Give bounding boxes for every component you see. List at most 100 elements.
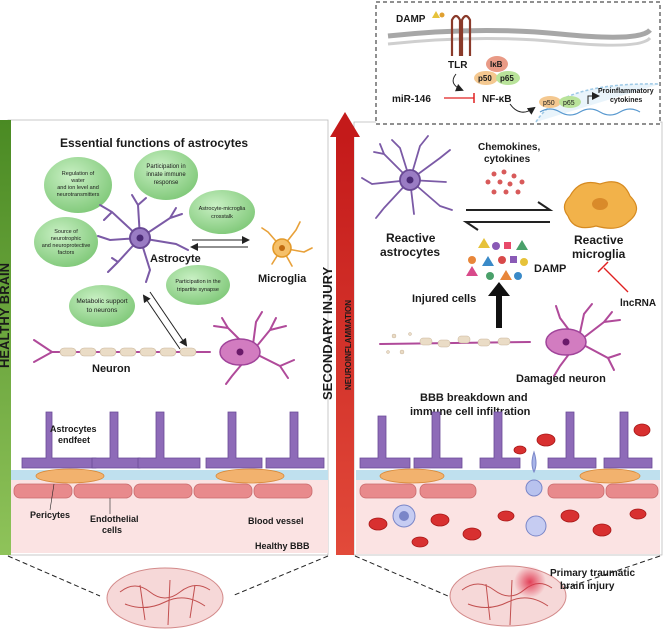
nfkb-to-nucleus-arrow: [509, 103, 536, 115]
bubble-text: and neuroprotective: [42, 243, 91, 249]
p50-label: p50: [478, 74, 492, 83]
secondary-injury-label: SECONDARY INJURY: [320, 267, 335, 400]
basement-membrane: [11, 470, 328, 480]
pericyte-leader: [49, 483, 55, 511]
endothelial-label-2: cells: [102, 525, 122, 535]
reactive-astrocyte-cell: [361, 135, 453, 219]
left-panel: HEALTHY BRAIN Essential functions of ast…: [0, 119, 329, 629]
red-blood-cells: [368, 423, 651, 548]
function-bubble-ion: Regulation of water and ion level and ne…: [44, 157, 112, 213]
endfeet-label-1: Astrocytes: [50, 424, 97, 434]
bubble-text: to neurons: [87, 307, 118, 314]
p65-label: p65: [500, 74, 514, 83]
astrocyte-label: Astrocyte: [150, 253, 201, 265]
bubble-text: innate immune: [146, 172, 186, 178]
injured-brain-image: [449, 565, 567, 627]
leaking-immune-cells: [392, 450, 547, 537]
ikb-label: IκB: [490, 60, 503, 69]
nfkb-inset-box: [375, 1, 661, 125]
proinflammatory-label-1: Proinflammatory: [598, 88, 654, 95]
function-bubble-immune: Participation in innate immune response: [134, 150, 198, 200]
chemokines-label-1: Chemokines,: [478, 142, 540, 153]
neuron-label: Neuron: [92, 363, 131, 375]
neuron-soma: [219, 338, 261, 366]
tlr-label: TLR: [448, 60, 468, 71]
chemokines-label-2: cytokines: [484, 154, 531, 165]
bubble-text: crosstalk: [211, 214, 233, 220]
p50-protein: [474, 71, 498, 85]
arrow-astro-to-microglia-reactive: [466, 201, 554, 211]
transcription-arrow: [587, 92, 600, 104]
reactive-astrocytes-label-1: Reactive: [386, 231, 436, 245]
reactive-astrocytes-label-2: astrocytes: [380, 245, 440, 259]
reactive-microglia-label-2: microglia: [572, 247, 626, 261]
p50-nuclear: [539, 96, 561, 108]
microglia-label: Microglia: [258, 273, 307, 285]
p65-protein: [496, 71, 520, 85]
function-bubble-metabolic: Metabolic support to neurons: [69, 285, 135, 327]
bubble-text: Participation in: [146, 164, 185, 170]
bbb-breakdown-label-2: immune cell infiltration: [410, 406, 531, 418]
pericytes: [35, 468, 285, 484]
endothelial-cells: [13, 483, 313, 499]
damaged-astrocyte-endfeet: [359, 411, 653, 469]
damaged-basement-membrane: [356, 470, 660, 480]
endothelial-label-1: Endothelial: [90, 514, 139, 524]
damp-molecules: [466, 238, 528, 280]
function-bubble-neurotrophic: Source of neurotrophic and neuroprotecti…: [34, 217, 98, 267]
cell-membrane-inner: [387, 36, 652, 47]
bubble-text: and ion level and: [57, 185, 99, 191]
p65-nuclear: [559, 96, 581, 108]
dna-strand: [539, 108, 641, 116]
zoom-line-right-injury: [559, 555, 661, 591]
injured-up-arrow: [488, 282, 510, 328]
reactive-microglia-nucleus: [592, 198, 608, 210]
arrow-astro-to-neuron: [149, 291, 188, 347]
bubble-text: water: [70, 178, 85, 184]
bubble-text: Source of: [54, 229, 78, 235]
neuroinflammation-label: NEUROINFLAMMATION: [344, 300, 353, 390]
secondary-injury-arrowhead: [330, 112, 360, 137]
p50-nuclear-label: p50: [543, 100, 555, 107]
lncrna-label: lncRNA: [620, 298, 656, 309]
secondary-injury-arrow: [336, 135, 354, 555]
healthy-bbb-label: Healthy BBB: [255, 541, 310, 551]
damaged-neuron-nucleus: [562, 338, 570, 346]
bbb-breakdown-label-1: BBB breakdown and: [420, 392, 528, 404]
healthy-brain-label: HEALTHY BRAIN: [0, 263, 12, 368]
lncrna-inhibition-bar: [597, 261, 609, 273]
nfkb-label: NF-κB: [482, 94, 511, 105]
astro-functions-heading: Essential functions of astrocytes: [60, 136, 248, 150]
inset-damp-label: DAMP: [396, 14, 426, 25]
bubble-text: Regulation of: [62, 171, 95, 177]
astrocyte-cell: [97, 194, 189, 283]
p65-nuclear-label: p65: [563, 100, 575, 107]
primary-injury-label-2: brain injury: [560, 581, 615, 592]
arrow-neuron-to-astro: [142, 294, 181, 350]
zoom-line-left-injury: [354, 555, 449, 597]
zoom-line-left: [7, 555, 101, 597]
endfeet-label-2: endfeet: [58, 435, 90, 445]
bubble-text: tripartite synapse: [177, 287, 219, 293]
reactive-microglia-label-1: Reactive: [574, 233, 624, 247]
zoom-line-right: [231, 555, 329, 597]
pericytes-label: Pericytes: [30, 510, 70, 520]
healthy-brain-image: [106, 567, 224, 629]
ikb-protein: [486, 56, 508, 72]
bubble-text: Astrocyte-microglia: [199, 206, 247, 212]
microglia-cell: [261, 221, 313, 267]
damaged-myelin-fragments: [386, 332, 511, 355]
bubble-text: neurotrophic: [51, 236, 82, 242]
primary-injury-label-1: Primary traumatic: [550, 568, 635, 579]
neuron-axon-myelin: [59, 347, 197, 357]
function-bubble-crosstalk: Astrocyte-microglia crosstalk: [189, 190, 255, 234]
lncrna-inhibition: [603, 267, 629, 293]
bubble-text: factors: [58, 250, 75, 256]
damp-ligand-icon: [432, 11, 445, 18]
bubble-text: Participation in the: [175, 279, 220, 285]
damaged-endothelial-cells: [359, 483, 659, 499]
bubble-text: response: [154, 180, 179, 186]
healthy-brain-bar: [0, 120, 11, 555]
injured-cells-label: Injured cells: [412, 293, 476, 305]
